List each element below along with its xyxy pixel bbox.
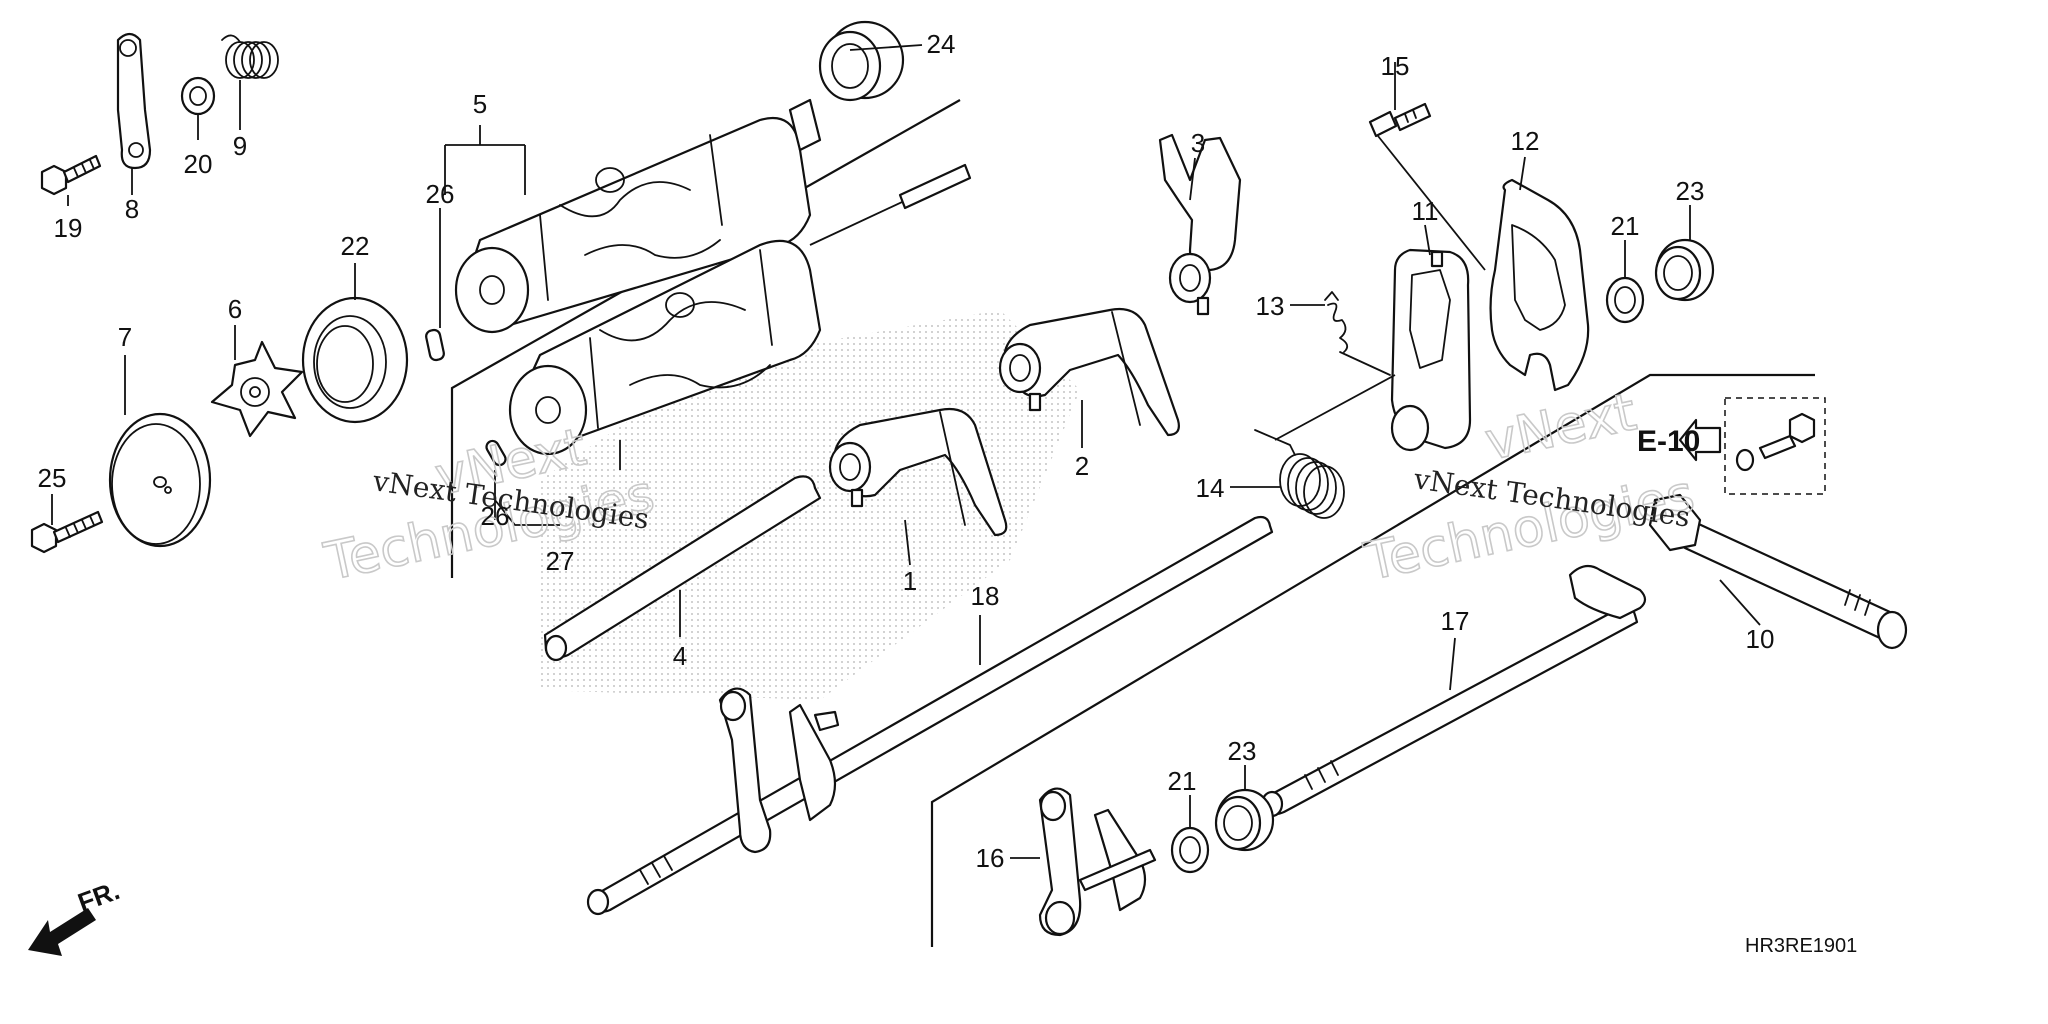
oil-seal-21-upper [1605, 276, 1645, 324]
spring-13 [1324, 291, 1391, 376]
shift-spindle-10 [1648, 493, 1908, 650]
callout-15: 15 [1381, 51, 1410, 81]
callout-21-lower: 21 [1168, 766, 1197, 796]
callout-8: 8 [125, 194, 139, 224]
callout-2: 2 [1075, 451, 1089, 481]
plate-12 [1489, 178, 1590, 392]
callout-26-lower: 26 [481, 501, 510, 531]
watermark-line1-right: vNext [1480, 382, 1641, 472]
washer-20 [180, 76, 216, 116]
callout-3: 3 [1191, 128, 1205, 158]
reference-label: E-10 [1637, 425, 1700, 458]
callout-11: 11 [1412, 196, 1439, 226]
arm-16 [1038, 787, 1157, 937]
watermark: vNext Technologies vNext Technologies vN… [318, 382, 1700, 594]
callout-16: 16 [976, 843, 1005, 873]
bearing-23-upper [1654, 238, 1715, 302]
callout-22: 22 [341, 231, 370, 261]
diagram-code: HR3RE1901 [1745, 935, 1857, 957]
shift-spindle-18 [586, 515, 1274, 916]
pin-26-upper [425, 328, 445, 362]
callout-13: 13 [1256, 291, 1285, 321]
callout-7: 7 [118, 322, 132, 352]
shift-fork-3 [1158, 133, 1242, 316]
bolt-15 [1368, 102, 1486, 271]
shift-spindle-17 [1260, 564, 1647, 818]
callout-18: 18 [971, 581, 1000, 611]
bolt-25 [30, 510, 104, 554]
fork-shaft-4 [543, 475, 822, 662]
cover-plate-7 [108, 412, 212, 548]
callout-19: 19 [54, 213, 83, 243]
spring-14 [1254, 374, 1396, 519]
shift-drum-upper-5 [454, 98, 822, 334]
leader-lines [51, 44, 1761, 859]
front-direction-arrow: FR. [28, 875, 123, 956]
shift-fork-1 [828, 407, 1008, 537]
bolt-19 [40, 154, 102, 196]
callout-1: 1 [903, 566, 917, 596]
callout-24: 24 [927, 29, 956, 59]
callout-9: 9 [233, 131, 247, 161]
callout-27: 27 [546, 546, 575, 576]
front-label: FR. [74, 875, 124, 918]
callout-21-upper: 21 [1611, 211, 1640, 241]
bearing-23-lower [1214, 788, 1275, 852]
callout-25: 25 [38, 463, 67, 493]
callout-12: 12 [1511, 126, 1540, 156]
callout-23-upper: 23 [1676, 176, 1705, 206]
stopper-arm-8 [116, 32, 152, 170]
callout-10: 10 [1746, 624, 1775, 654]
bearing-24 [818, 20, 905, 102]
shift-drum-lower-5 [508, 163, 972, 456]
callout-23-lower: 23 [1228, 736, 1257, 766]
plate-11 [1390, 248, 1472, 452]
shift-fork-2 [998, 307, 1180, 437]
callout-26-upper: 26 [426, 179, 455, 209]
callout-20: 20 [184, 149, 213, 179]
callout-17: 17 [1441, 606, 1470, 636]
callout-5: 5 [473, 89, 487, 119]
bearing-22 [301, 296, 409, 424]
callouts: 24 5 26 22 6 7 25 19 8 20 9 26 27 4 1 2 … [38, 29, 1775, 873]
star-plate-6 [210, 340, 304, 438]
callout-6: 6 [228, 294, 242, 324]
reference-e10 [1678, 397, 1826, 495]
callout-4: 4 [673, 641, 687, 671]
spring-9 [221, 34, 279, 79]
oil-seal-21-lower [1170, 826, 1210, 874]
callout-14: 14 [1196, 473, 1225, 503]
pin-26-lower [485, 439, 507, 467]
